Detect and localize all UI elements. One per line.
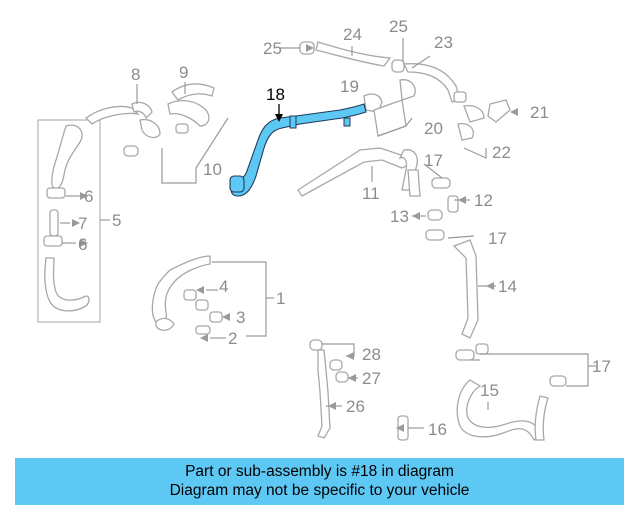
callout-17a: 17 xyxy=(424,151,443,170)
callout-28: 28 xyxy=(362,345,381,364)
banner-line-2: Diagram may not be specific to your vehi… xyxy=(169,482,470,499)
callout-7: 7 xyxy=(78,214,87,233)
callout-12: 12 xyxy=(474,191,493,210)
part-group-5 xyxy=(37,119,110,323)
parts-diagram: 1 2 3 4 5 6 7 6 8 9 10 11 12 13 14 15 16… xyxy=(37,17,611,441)
callout-4: 4 xyxy=(219,277,228,296)
callout-17b: 17 xyxy=(488,229,507,248)
callout-22: 22 xyxy=(492,143,511,162)
callout-1: 1 xyxy=(276,289,285,308)
callout-5: 5 xyxy=(112,211,121,230)
callout-18: 18 xyxy=(266,85,285,104)
callout-23: 23 xyxy=(434,33,453,52)
callout-2: 2 xyxy=(228,329,237,348)
banner-line-1: Part or sub-assembly is #18 in diagram xyxy=(185,463,454,480)
callout-19: 19 xyxy=(340,77,359,96)
part-group-11 xyxy=(297,147,418,197)
callout-15: 15 xyxy=(480,381,499,400)
part-group-12-17 xyxy=(407,163,496,339)
part-18-highlighted xyxy=(229,103,367,197)
leader-arrows xyxy=(72,44,518,432)
callout-16: 16 xyxy=(428,420,447,439)
callout-20: 20 xyxy=(424,119,443,138)
callout-6b: 6 xyxy=(78,235,87,254)
info-banner: Part or sub-assembly is #18 in diagram D… xyxy=(15,458,624,505)
callout-3: 3 xyxy=(236,308,245,327)
callout-21: 21 xyxy=(530,103,549,122)
callout-10: 10 xyxy=(203,160,222,179)
part-group-8-10 xyxy=(84,82,229,184)
callout-11: 11 xyxy=(362,184,380,203)
callout-13: 13 xyxy=(390,207,409,226)
callout-27: 27 xyxy=(362,369,381,388)
callout-17c: 17 xyxy=(592,357,611,376)
callout-14: 14 xyxy=(498,277,517,296)
callout-6a: 6 xyxy=(84,187,93,206)
callout-25b: 25 xyxy=(389,17,408,36)
callout-26: 26 xyxy=(346,397,365,416)
callout-9: 9 xyxy=(179,63,188,82)
callout-25a: 25 xyxy=(263,39,282,58)
callout-8: 8 xyxy=(131,65,140,84)
part-group-19-25 xyxy=(280,38,511,159)
part-group-15-17 xyxy=(397,343,596,441)
part-group-1-4 xyxy=(151,255,274,339)
callout-24: 24 xyxy=(343,25,362,44)
